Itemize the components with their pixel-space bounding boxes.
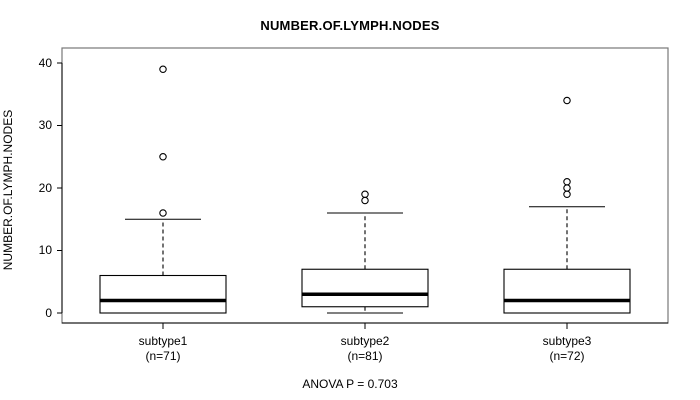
y-tick-label-20: 20 bbox=[38, 181, 52, 195]
anova-caption: ANOVA P = 0.703 bbox=[302, 377, 398, 391]
x-tick-name-subtype1: subtype1 bbox=[138, 334, 188, 348]
box-group bbox=[99, 65, 631, 314]
x-tick-name-subtype2: subtype2 bbox=[340, 334, 390, 348]
y-tick-label-0: 0 bbox=[45, 306, 52, 320]
y-tick-label-40: 40 bbox=[38, 56, 52, 70]
x-tick-label-subtype3: subtype3 (n=72) bbox=[487, 334, 647, 364]
x-tick-count-subtype1: (n=71) bbox=[145, 349, 181, 363]
chart-title: NUMBER.OF.LYMPH.NODES bbox=[260, 18, 440, 33]
x-tick-count-subtype3: (n=72) bbox=[549, 349, 585, 363]
y-tick-label-10: 10 bbox=[38, 243, 52, 257]
x-tick-count-subtype2: (n=81) bbox=[347, 349, 383, 363]
x-tick-label-subtype1: subtype1 (n=71) bbox=[83, 334, 243, 364]
x-axis bbox=[62, 322, 668, 329]
x-tick-name-subtype3: subtype3 bbox=[542, 334, 592, 348]
y-axis bbox=[57, 62, 63, 314]
y-tick-label-30: 30 bbox=[38, 118, 52, 132]
x-tick-label-subtype2: subtype2 (n=81) bbox=[285, 334, 445, 364]
y-axis-label: NUMBER.OF.LYMPH.NODES bbox=[1, 109, 15, 271]
